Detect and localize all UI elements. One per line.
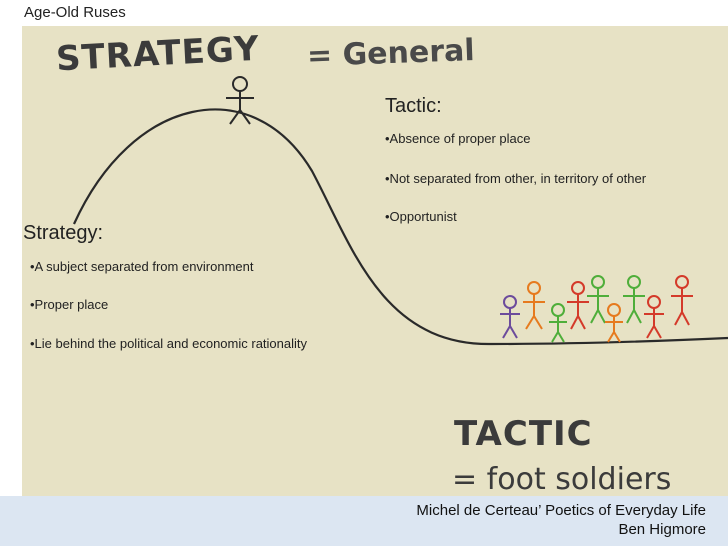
tactic-bullet: •Opportunist <box>385 209 457 224</box>
soldier-figure <box>644 295 664 339</box>
general-handwriting: = General <box>306 33 476 74</box>
tactic-bullet: •Absence of proper place <box>385 131 531 146</box>
footer: Michel de Certeau’ Poetics of Everyday L… <box>0 496 728 546</box>
hill-illustration: STRATEGY = General TACTIC = foot soldier… <box>22 26 728 497</box>
footer-author: Ben Higmore <box>618 521 706 538</box>
slide-title: Age-Old Ruses <box>24 4 126 21</box>
strategy-bullet: •Proper place <box>30 297 109 312</box>
strategy-bullet: •A subject separated from environment <box>30 259 254 274</box>
soldier-figure <box>671 275 693 326</box>
soldier-figure <box>567 281 589 330</box>
soldier-figure <box>605 303 623 343</box>
soldier-figure <box>587 275 609 324</box>
tactic-bullet: •Not separated from other, in territory … <box>385 171 647 186</box>
foot-soldiers-handwriting: = foot soldiers <box>452 462 672 497</box>
soldier-figure <box>523 281 545 330</box>
strategy-bullet: •Lie behind the political and economic r… <box>30 336 307 351</box>
soldier-figure <box>623 275 645 324</box>
title-bar: Age-Old Ruses <box>0 0 728 27</box>
foot-soldier-figures <box>500 275 693 343</box>
hill-curve <box>72 108 728 346</box>
soldier-figure <box>500 295 520 339</box>
soldier-figure <box>549 303 567 343</box>
tactic-handwriting: TACTIC <box>454 414 593 454</box>
tactic-heading: Tactic: <box>385 95 442 117</box>
general-stick-figure <box>226 76 254 125</box>
hill-drawing <box>72 76 728 346</box>
footer-source: Michel de Certeau’ Poetics of Everyday L… <box>416 502 706 519</box>
strategy-heading: Strategy: <box>23 222 104 244</box>
